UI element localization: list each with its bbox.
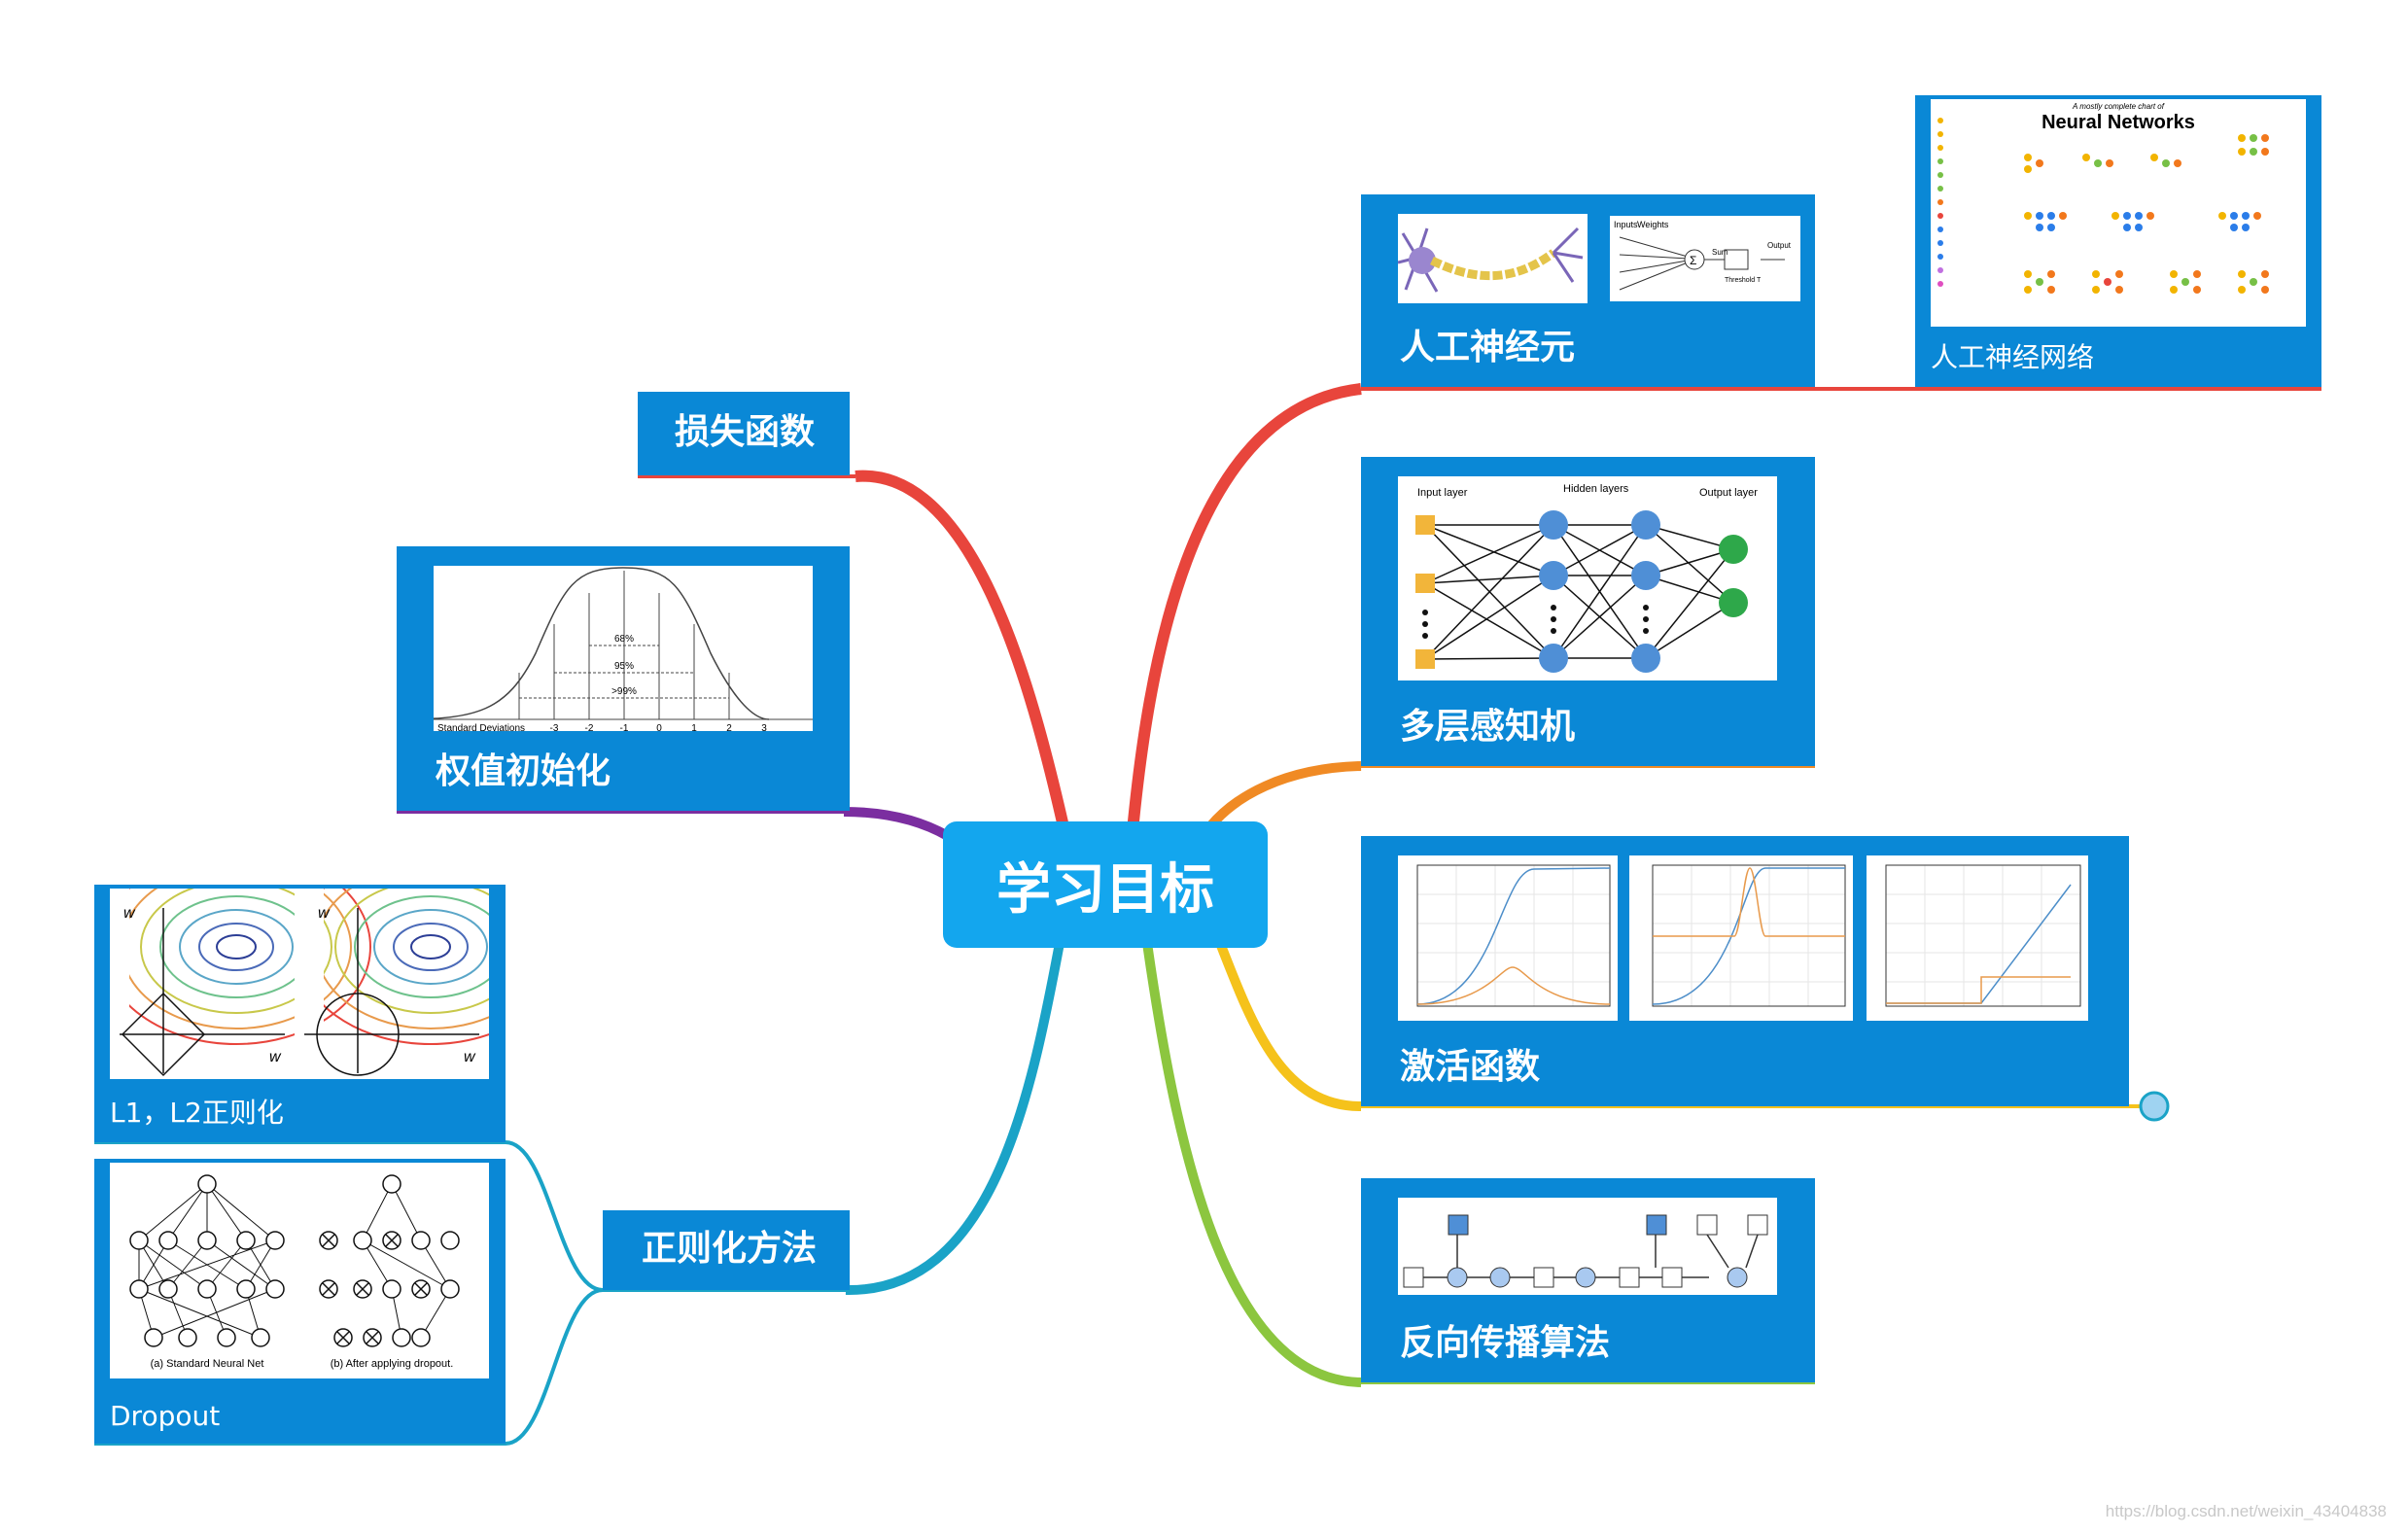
svg-text:w: w [269, 1049, 282, 1065]
relu-plot [1867, 855, 2088, 1021]
output-layer-text: Output layer [1699, 487, 1758, 499]
branch-loss [855, 470, 1070, 833]
neuron-model-image: Inputs Weights Σ Sum Threshold T Output [1610, 216, 1800, 301]
watermark: https://blog.csdn.net/weixin_43404838 [2105, 1502, 2387, 1520]
normal-distribution-plot: 68% 95% >99% Standard Deviations -3 -2 -… [434, 566, 813, 731]
svg-text:w: w [318, 905, 331, 922]
node-mlp[interactable]: Input layer Hidden layers Output layer [1361, 457, 1815, 766]
weights-text: Weights [1637, 220, 1669, 229]
node-label: Dropout [110, 1400, 221, 1432]
ann-chart-image: A mostly complete chart of Neural Networ… [1931, 99, 2306, 327]
node-loss[interactable]: 损失函数 [638, 392, 850, 475]
tick: 2 [726, 723, 732, 731]
neuron-bio-image [1398, 214, 1588, 303]
node-regularization[interactable]: 正则化方法 [603, 1210, 850, 1290]
l1l2-contour-image: w w w w [110, 889, 489, 1079]
hidden-layers-text: Hidden layers [1563, 483, 1629, 495]
legend-dots [1937, 118, 1943, 287]
center-topic[interactable]: 学习目标 [943, 821, 1268, 948]
branch-weight-init [843, 807, 951, 841]
branch-dropout [505, 1288, 604, 1446]
sum-text: Sum [1712, 248, 1728, 257]
node-label: L1，L2正则化 [110, 1097, 284, 1129]
node-label: 多层感知机 [1400, 707, 1576, 747]
collapse-knob [2139, 1091, 2170, 1122]
branch-artificial-neuron [1127, 383, 1362, 832]
dropout-image: (a) Standard Neural Net (b) After applyi… [110, 1163, 489, 1378]
threshold-text: Threshold T [1725, 277, 1762, 284]
svg-text:w: w [464, 1049, 476, 1065]
dropout-caption-b: (b) After applying dropout. [331, 1358, 454, 1370]
tick: 1 [691, 723, 697, 731]
node-dropout[interactable]: (a) Standard Neural Net (b) After applyi… [94, 1159, 506, 1444]
node-label: 激活函数 [1400, 1047, 1541, 1087]
node-ann[interactable]: A mostly complete chart of Neural Networ… [1915, 95, 2321, 387]
sigmoid-plot [1398, 855, 1618, 1021]
node-label: 人工神经网络 [1931, 341, 2095, 373]
branch-activation [1215, 941, 1362, 1111]
tick: 3 [761, 723, 767, 731]
tick: 0 [656, 723, 662, 731]
branch-backprop [1142, 942, 1362, 1387]
node-label: 正则化方法 [642, 1229, 818, 1269]
node-label: 权值初始化 [436, 751, 611, 791]
output-text: Output [1767, 241, 1792, 250]
node-l1l2[interactable]: w w w w L1 [94, 885, 506, 1142]
tick: -3 [550, 723, 559, 731]
tick: -2 [585, 723, 594, 731]
svg-text:w: w [123, 905, 136, 922]
branch-regularization [845, 942, 1064, 1296]
node-weight-init[interactable]: 68% 95% >99% Standard Deviations -3 -2 -… [397, 546, 850, 811]
tanh-plot [1629, 855, 1853, 1021]
node-label: 反向传播算法 [1400, 1323, 1611, 1363]
ann-chart-title: Neural Networks [2042, 112, 2195, 133]
pct-68: 68% [614, 634, 634, 645]
axis-title: Standard Deviations [437, 723, 525, 731]
pct-99: >99% [611, 686, 637, 697]
node-label: 人工神经元 [1400, 328, 1576, 367]
ann-chart-subtitle: A mostly complete chart of [2072, 102, 2165, 111]
branch-l1l2 [505, 1140, 604, 1292]
tick: -1 [620, 723, 629, 731]
branch-mlp [1206, 761, 1362, 830]
inputs-text: Inputs [1614, 220, 1638, 229]
svg-text:Σ: Σ [1690, 254, 1696, 267]
dropout-caption-a: (a) Standard Neural Net [151, 1358, 264, 1370]
node-label: 损失函数 [675, 412, 816, 452]
node-backprop[interactable]: 反向传播算法 [1361, 1178, 1815, 1382]
mlp-image: Input layer Hidden layers Output layer [1398, 476, 1777, 680]
node-artificial-neuron[interactable]: Inputs Weights Σ Sum Threshold T Output … [1361, 194, 1815, 387]
input-layer-text: Input layer [1417, 487, 1468, 499]
node-activation[interactable]: 激活函数 [1361, 836, 2129, 1106]
network-thumbnails [2024, 134, 2269, 294]
backprop-graph [1398, 1198, 1777, 1295]
pct-95: 95% [614, 661, 634, 672]
